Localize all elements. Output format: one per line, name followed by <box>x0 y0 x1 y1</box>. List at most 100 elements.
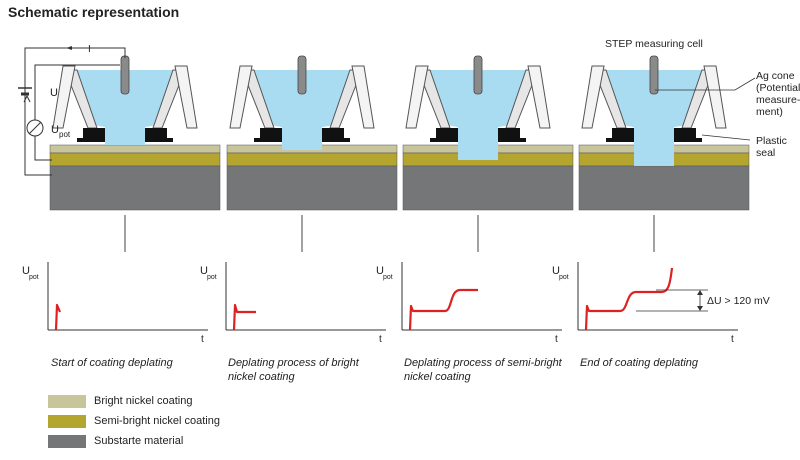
legend-label-substrate: Substarte material <box>94 435 184 447</box>
voltmeter-needle <box>28 121 42 135</box>
page-title: Schematic representation <box>8 4 180 20</box>
chart-2-xlabel: t <box>379 334 382 345</box>
chart-1-xlabel: t <box>201 334 204 345</box>
ag-cone-line-4: ment) <box>756 106 783 118</box>
substrate-layer-1 <box>49 165 221 211</box>
chart-4-ylabel: U <box>552 265 560 277</box>
ag-cone-electrode-3 <box>473 55 483 95</box>
cell-title-label: STEP measuring cell <box>605 38 703 50</box>
chart-3-ylabel: U <box>376 265 384 277</box>
chart-1-ylabel-sub: pot <box>29 274 39 281</box>
seal-right-2 <box>322 128 344 138</box>
caption-3: Deplating process of semi-bright nickel … <box>404 356 562 384</box>
circuit-wire-inner <box>34 64 120 120</box>
caption-2-line-1: Deplating process of bright <box>228 357 359 369</box>
holder-right-3 <box>527 65 551 129</box>
cell-panel-2 <box>226 55 398 252</box>
electrolyte-1 <box>67 70 183 145</box>
ag-cone-electrode-4 <box>649 55 659 95</box>
pit-electrolyte-3 <box>458 145 498 160</box>
legend-label-bright: Bright nickel coating <box>94 395 193 407</box>
seal-base-left-3 <box>430 138 458 142</box>
delta-u-marker: ΔU > 120 mV <box>636 289 770 312</box>
plastic-seal-line-1: Plastic <box>756 135 787 147</box>
chart-3-ylabel-sub: pot <box>383 274 393 281</box>
seal-base-left-1 <box>77 138 105 142</box>
caption-4-line-1: End of coating deplating <box>580 357 699 369</box>
upot-label: U <box>51 124 59 136</box>
measurement-circuit <box>18 46 126 176</box>
seal-right-3 <box>498 128 520 138</box>
substrate-layer-2 <box>226 165 398 211</box>
caption-2-line-2: nickel coating <box>228 371 295 383</box>
holder-right-1 <box>174 65 198 129</box>
electrolyte-2 <box>244 70 360 145</box>
ag-cone-leader <box>655 77 756 91</box>
caption-1-line-1: Start of coating deplating <box>51 357 173 369</box>
upot-sub-label: pot <box>59 130 71 139</box>
pit-electrolyte-2 <box>282 145 322 150</box>
cell-panel-4 <box>578 55 750 252</box>
seal-left-3 <box>436 128 458 138</box>
seal-left-4 <box>612 128 634 138</box>
voltage-arrow-icon <box>23 94 31 103</box>
delta-u-label: ΔU > 120 mV <box>707 295 770 307</box>
caption-3-line-1: Deplating process of semi-bright <box>404 357 562 369</box>
legend-swatch-substrate <box>48 435 86 448</box>
chart-4-xlabel: t <box>731 334 734 345</box>
semibright-layer-2 <box>226 152 398 167</box>
electrolyte-4 <box>596 70 712 145</box>
caption-4: End of coating deplating <box>580 356 698 370</box>
seal-left-2 <box>260 128 282 138</box>
ag-cone-line-3: measure- <box>756 94 800 106</box>
electrolyte-3 <box>420 70 536 145</box>
seal-right-1 <box>145 128 167 138</box>
pit-electrolyte-4 <box>634 145 674 166</box>
potential-curve-1 <box>54 303 62 331</box>
circuit-wire-outer <box>24 47 126 176</box>
plastic-seal-leader <box>701 134 751 141</box>
caption-1: Start of coating deplating <box>51 356 173 370</box>
potential-curve-2 <box>232 303 256 331</box>
holder-right-2 <box>351 65 375 129</box>
chart-3-xlabel: t <box>555 334 558 345</box>
ag-cone-electrode-2 <box>297 55 307 95</box>
substrate-layer-4 <box>578 165 750 211</box>
chart-1-ylabel: U <box>22 265 30 277</box>
seal-base-left-4 <box>606 138 634 142</box>
seal-base-right-4 <box>674 138 702 142</box>
caption-3-line-2: nickel coating <box>404 371 471 383</box>
legend-swatch-bright <box>48 395 86 408</box>
delta-arrow-down <box>697 306 703 311</box>
seal-base-right-1 <box>145 138 173 142</box>
holder-left-3 <box>405 65 429 129</box>
seal-base-right-2 <box>322 138 350 142</box>
ag-cone-line-2: (Potential- <box>756 82 800 94</box>
caption-2: Deplating process of bright nickel coati… <box>228 356 359 384</box>
semibright-layer-1 <box>49 152 221 167</box>
seal-base-left-2 <box>254 138 282 142</box>
seal-left-1 <box>83 128 105 138</box>
plastic-seal-label: Plastic seal <box>756 135 787 159</box>
holder-left-1 <box>52 65 76 129</box>
cell-panel-3 <box>402 55 574 252</box>
substrate-layer-3 <box>402 165 574 211</box>
chart-2-ylabel: U <box>200 265 208 277</box>
ag-cone-line-1: Ag cone <box>756 70 795 82</box>
holder-left-2 <box>229 65 253 129</box>
chart-2-ylabel-sub: pot <box>207 274 217 281</box>
delta-arrow-up <box>697 290 703 295</box>
chart-4-ylabel-sub: pot <box>559 274 569 281</box>
current-label: I <box>88 44 91 55</box>
cell-panel-1 <box>49 55 221 252</box>
potential-curve-4 <box>584 267 674 331</box>
seal-right-4 <box>674 128 696 138</box>
ag-cone-electrode-1 <box>120 55 130 95</box>
plastic-seal-line-2: seal <box>756 147 776 159</box>
